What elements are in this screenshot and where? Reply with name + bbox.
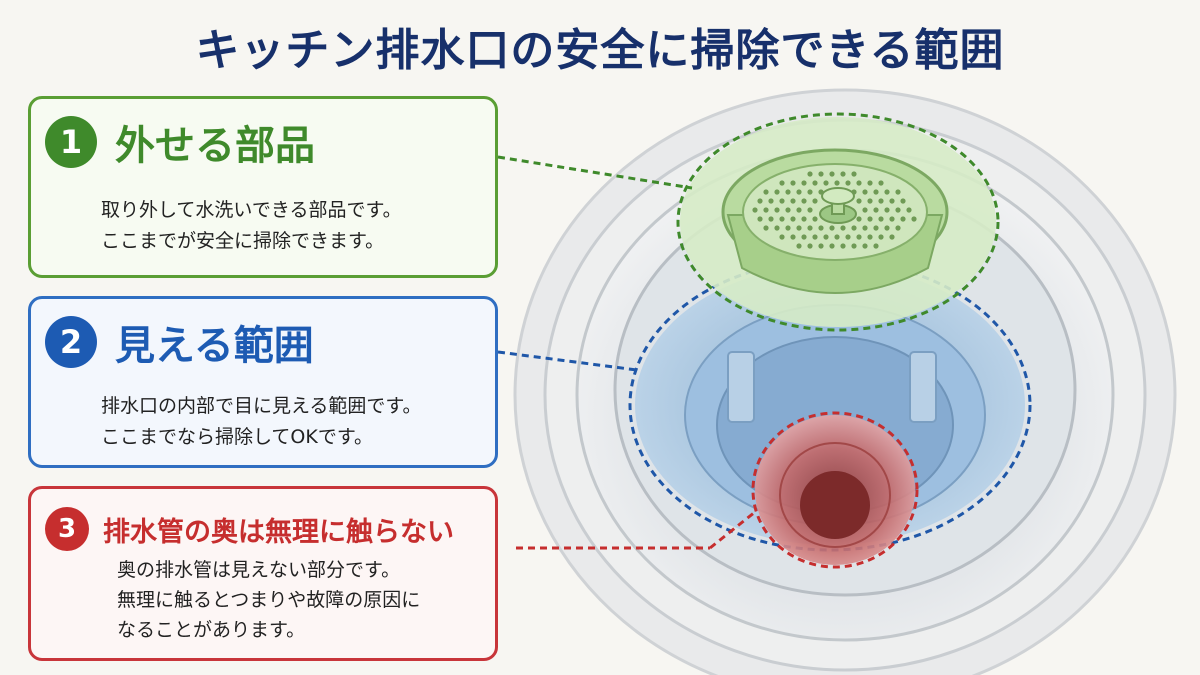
section-number-badge: 2 (45, 316, 97, 368)
deep-pipe-outline (751, 411, 919, 569)
leader-line-removable (497, 155, 693, 190)
page-title: キッチン排水口の安全に掃除できる範囲 (195, 25, 1005, 76)
section-description: 取り外して水洗いできる部品です。 ここまでが安全に掃除できます。 (101, 199, 402, 252)
section-description: 奥の排水管は見えない部分です。 無理に触るとつまりや故障の原因に なることがあり… (117, 559, 421, 641)
section-heading: 排水管の奥は無理に触らない (103, 516, 454, 548)
removable-parts-outline (676, 112, 1000, 332)
section-heading: 外せる部品 (115, 123, 315, 169)
section-number-badge: 3 (45, 507, 89, 551)
trap-bracket-left (727, 351, 755, 423)
deep-pipe-ring (779, 442, 891, 548)
section-number-badge: 1 (45, 116, 97, 168)
section-card-deep-pipe-warning: 3 排水管の奥は無理に触らない 奥の排水管は見えない部分です。 無理に触るとつま… (28, 486, 498, 661)
section-card-visible-area: 2 見える範囲 排水口の内部で目に見える範囲です。 ここまでなら掃除してOKです… (28, 296, 498, 468)
section-heading: 見える範囲 (115, 323, 314, 369)
trap-bracket-right (909, 351, 937, 423)
basket-knob-top (821, 187, 855, 205)
section-card-removable-parts: 1 外せる部品 取り外して水洗いできる部品です。 ここまでが安全に掃除できます。 (28, 96, 498, 278)
leader-line-deep-pipe-end (709, 510, 756, 550)
section-description: 排水口の内部で目に見える範囲です。 ここまでなら掃除してOKです。 (101, 395, 422, 448)
deep-pipe-hole (800, 471, 870, 539)
